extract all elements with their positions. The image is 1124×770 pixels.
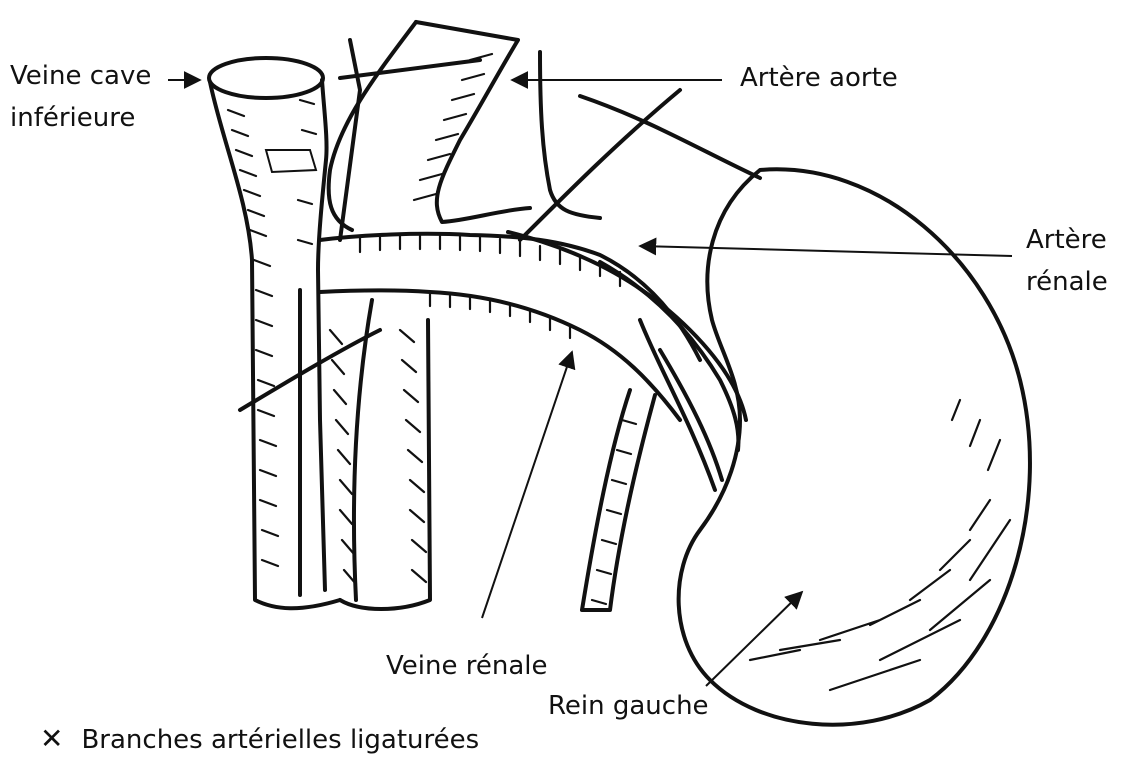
aorta-shape — [329, 22, 600, 240]
label-renal-artery-line2: rénale — [1026, 266, 1108, 298]
label-vena-cava-line1: Veine cave — [10, 60, 151, 92]
vena-cava-shape — [209, 58, 340, 608]
label-renal-artery-line1: Artère — [1026, 224, 1107, 256]
label-renal-vein: Veine rénale — [386, 650, 547, 682]
label-left-kidney: Rein gauche — [548, 690, 709, 722]
legend: ✕ Branches artérielles ligaturées — [40, 722, 479, 757]
label-vena-cava-line2: inférieure — [10, 102, 135, 134]
descending-vessel-shape — [582, 390, 655, 610]
label-aorta: Artère aorte — [740, 62, 898, 94]
ligature-cross-icon: ✕ — [40, 722, 63, 755]
legend-text: Branches artérielles ligaturées — [81, 725, 479, 755]
